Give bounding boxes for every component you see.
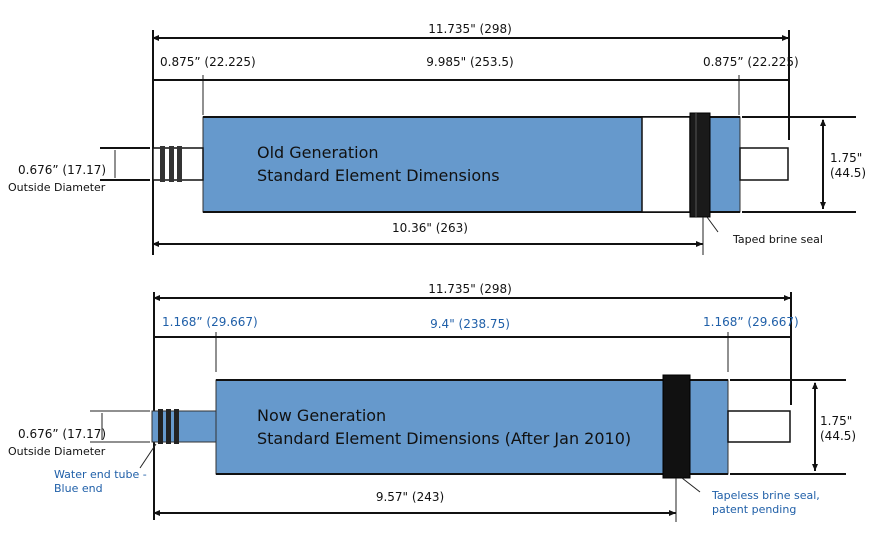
- old-overall-dimension: 11.735" (298): [428, 22, 512, 36]
- now-generation-diagram: 11.735" (298) 1.168” (29.667) 9.4" (238.…: [8, 282, 856, 522]
- now-tube-note-line2: Blue end: [54, 482, 103, 495]
- old-title-line1: Old Generation: [257, 143, 379, 162]
- now-seal-note-line2: patent pending: [712, 503, 796, 516]
- now-element-body: [215, 379, 729, 475]
- now-tube-oring-3: [174, 409, 179, 444]
- old-diameter-mm: (44.5): [830, 166, 866, 180]
- old-right-end-dimension: 0.875” (22.225): [703, 55, 799, 69]
- old-taped-brine-seal: [689, 112, 711, 218]
- now-bottom-dimension: 9.57" (243): [376, 490, 444, 504]
- now-tube-oring-1: [158, 409, 163, 444]
- old-tube-od-label: Outside Diameter: [8, 181, 106, 194]
- now-tapeless-brine-seal: [662, 374, 691, 479]
- now-title-line1: Now Generation: [257, 406, 386, 425]
- now-tube-oring-2: [166, 409, 171, 444]
- now-center-dimension: 9.4" (238.75): [430, 317, 510, 331]
- old-seal-leader: [706, 216, 719, 233]
- now-diameter: 1.75": [820, 414, 852, 428]
- now-seal-leader: [681, 477, 701, 493]
- now-tube-od: 0.676” (17.17): [18, 427, 106, 441]
- now-right-end-dimension: 1.168” (29.667): [703, 315, 799, 329]
- old-tube-oring-2: [169, 146, 174, 182]
- old-white-cap: [641, 116, 691, 213]
- now-tube-note-line1: Water end tube -: [54, 468, 147, 481]
- old-right-tube: [739, 147, 789, 181]
- now-right-tube: [727, 410, 791, 443]
- old-generation-diagram: 11.735" (298) 0.875” (22.225) 9.985" (25…: [8, 22, 866, 255]
- old-tube-od: 0.676” (17.17): [18, 163, 106, 177]
- old-center-dimension: 9.985" (253.5): [426, 55, 513, 69]
- now-seal-note-line1: Tapeless brine seal,: [711, 489, 820, 502]
- now-diameter-mm: (44.5): [820, 429, 856, 443]
- now-title-line2: Standard Element Dimensions (After Jan 2…: [257, 429, 631, 448]
- old-seal-note: Taped brine seal: [732, 233, 823, 246]
- old-tube-oring-1: [160, 146, 165, 182]
- old-bottom-dimension: 10.36" (263): [392, 221, 468, 235]
- now-tube-note-leader: [139, 443, 157, 469]
- old-title-line2: Standard Element Dimensions: [257, 166, 500, 185]
- old-tube-oring-3: [177, 146, 182, 182]
- old-left-end-dimension: 0.875” (22.225): [160, 55, 256, 69]
- now-overall-dimension: 11.735" (298): [428, 282, 512, 296]
- old-diameter: 1.75": [830, 151, 862, 165]
- now-left-end-dimension: 1.168” (29.667): [162, 315, 258, 329]
- now-tube-od-label: Outside Diameter: [8, 445, 106, 458]
